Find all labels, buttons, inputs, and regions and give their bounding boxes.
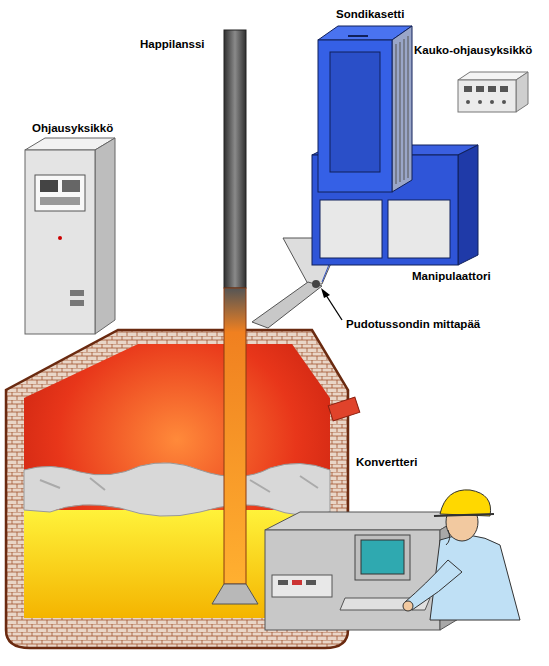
probe-chute-part xyxy=(252,282,322,328)
operator-console-part xyxy=(292,580,302,585)
operator-console-part xyxy=(306,580,316,585)
control-cabinet-part xyxy=(40,197,80,205)
remote-control-unit-part xyxy=(500,86,508,92)
remote-control-unit-part xyxy=(516,72,528,112)
remote-control-unit-part xyxy=(464,86,472,92)
probe-cassette-part xyxy=(330,52,380,172)
remote-control-unit-part xyxy=(466,100,470,104)
control-cabinet-part xyxy=(35,175,85,211)
converter-vessel-part xyxy=(328,397,360,421)
operator-figure-part xyxy=(403,601,413,611)
remote-control-unit-part xyxy=(488,86,496,92)
converter-vessel-part xyxy=(24,463,330,516)
control-cabinet-part xyxy=(40,180,58,192)
operator-console-part xyxy=(265,512,470,530)
oxygen-lance-part xyxy=(224,288,246,584)
part-label: Ohjausyksikkö xyxy=(32,122,113,135)
remote-control-unit xyxy=(458,72,528,112)
part-label: Happilanssi xyxy=(140,38,205,51)
part-label: Kauko-ohjausyksikkö xyxy=(414,44,532,57)
remote-control-unit-part xyxy=(490,100,494,104)
probe-cassette-part xyxy=(348,35,368,37)
probe-cassette xyxy=(318,26,412,192)
part-label: Manipulaattori xyxy=(412,270,491,283)
operator-figure-part xyxy=(440,490,491,516)
control-cabinet-part xyxy=(25,150,95,334)
operator-figure-part xyxy=(405,560,462,610)
remote-control-unit-part xyxy=(478,100,482,104)
manipulator-part xyxy=(458,145,478,265)
remote-control-unit-part xyxy=(458,80,516,112)
part-label: Pudotussondin mittapää xyxy=(346,318,480,331)
probe-cassette-part xyxy=(392,26,412,192)
manipulator-part xyxy=(320,200,382,258)
control-cabinet xyxy=(25,138,115,334)
leader-arrow-part xyxy=(321,288,330,298)
probe-cassette-part xyxy=(318,40,392,192)
control-cabinet-part xyxy=(70,300,84,306)
remote-control-unit-part xyxy=(502,100,506,104)
operator-figure-part xyxy=(446,530,450,545)
remote-control-unit-part xyxy=(476,86,484,92)
probe-chute-part xyxy=(312,280,320,288)
converter-vessel-part xyxy=(40,476,318,492)
operator-console-part xyxy=(265,530,440,630)
operator-console-part xyxy=(361,540,404,574)
oxygen-lance-part xyxy=(212,584,258,604)
oxygen-lance-part xyxy=(224,30,246,288)
operator-figure xyxy=(403,490,520,620)
operator-figure-part xyxy=(434,514,494,516)
operator-console-part xyxy=(278,580,288,585)
leader-arrow xyxy=(321,288,342,320)
oxygen-lance xyxy=(212,30,258,604)
part-label: Konvertteri xyxy=(356,456,417,469)
operator-console-part xyxy=(355,535,410,580)
part-label: Sondikasetti xyxy=(336,8,404,21)
probe-cassette-part xyxy=(396,36,408,184)
control-cabinet-part xyxy=(58,236,62,240)
control-cabinet-part xyxy=(95,138,115,334)
operator-console-part xyxy=(272,575,332,597)
control-cabinet-part xyxy=(70,290,84,296)
control-cabinet-part xyxy=(62,180,80,192)
manipulator-part xyxy=(388,200,450,258)
